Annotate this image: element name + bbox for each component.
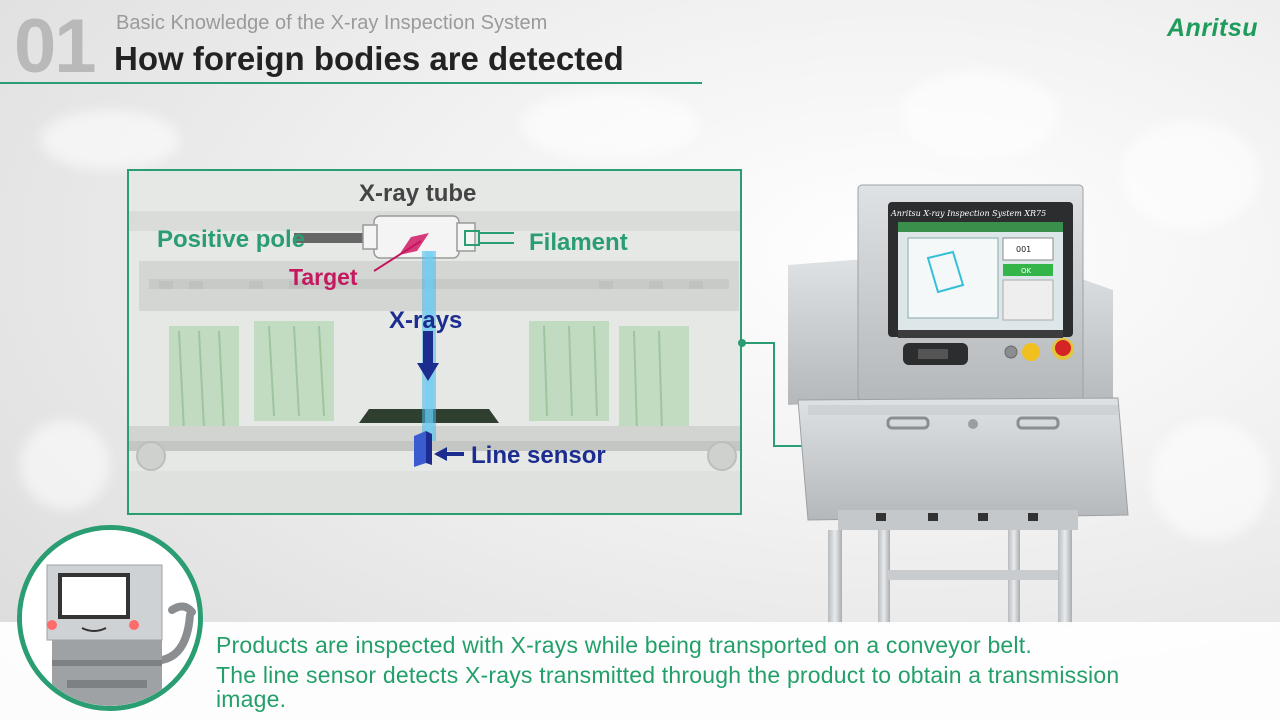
robot-mascot-icon (22, 530, 198, 706)
caption-line-2: The line sensor detects X-rays transmitt… (216, 662, 1120, 688)
filament-label: Filament (529, 229, 628, 256)
header-divider (0, 82, 702, 84)
mascot-avatar (17, 525, 203, 711)
connector-line (773, 344, 775, 447)
target-label: Target (289, 264, 358, 290)
xray-diagram-panel: X-ray tube Positive pole Filament Target… (127, 169, 742, 515)
background-bokeh (1150, 420, 1270, 540)
screen-status: OK (1021, 267, 1032, 275)
xray-tube-label: X-ray tube (359, 180, 477, 207)
xray-inspection-machine: Anritsu X-ray Inspection System XR75 001… (778, 180, 1138, 630)
machine-illustration: Anritsu X-ray Inspection System XR75 001… (788, 184, 1129, 625)
brand-logo: Anritsu (1167, 14, 1258, 42)
background-bokeh (20, 420, 110, 510)
caption-line-3: image. (216, 686, 287, 712)
diagram-illustration (129, 171, 740, 513)
background-bokeh (40, 110, 180, 170)
line-sensor-label: Line sensor (471, 442, 606, 469)
connector-dot (738, 339, 746, 347)
background-bokeh (900, 70, 1060, 160)
xrays-label: X-rays (389, 307, 463, 334)
caption-bar (0, 622, 1280, 720)
connector-line (742, 342, 775, 344)
background-bokeh (1120, 120, 1260, 230)
screen-counter: 001 (1016, 245, 1031, 254)
page-title: How foreign bodies are detected (114, 40, 624, 77)
section-subtitle: Basic Knowledge of the X-ray Inspection … (116, 12, 548, 34)
caption-line-1: Products are inspected with X-rays while… (216, 632, 1032, 658)
background-bokeh (520, 90, 700, 160)
section-number: 01 (14, 4, 97, 89)
positive-pole-label: Positive pole (157, 226, 306, 253)
screen-brand: Anritsu X-ray Inspection System XR75 (890, 209, 1046, 218)
